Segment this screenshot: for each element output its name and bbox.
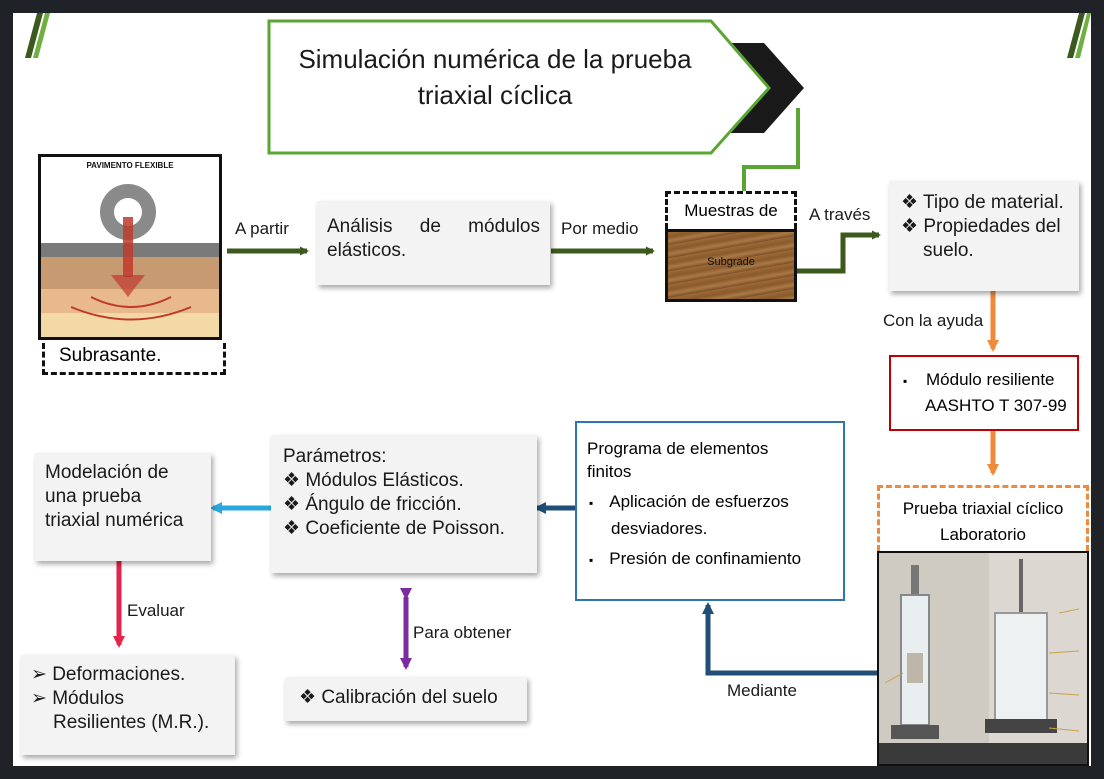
connectors-layer xyxy=(25,13,1091,676)
programa-line-2: finitos xyxy=(587,462,632,481)
modelacion-line-2: una prueba xyxy=(45,486,142,507)
analisis-line-2: elásticos. xyxy=(327,240,407,261)
material-item-3: suelo. xyxy=(923,240,974,261)
deformaciones-bullet-1: ➢ xyxy=(31,664,47,685)
edge-label-por-medio: Por medio xyxy=(561,219,639,238)
modelacion-line-1: Modelación de xyxy=(45,462,169,483)
parametros-item-3: Coeficiente de Poisson. xyxy=(305,518,505,539)
analisis-line-1: Análisis de módulos xyxy=(327,216,540,237)
prueba-line-1: Prueba triaxial cíclico xyxy=(902,499,1064,518)
edge-label-mediante: Mediante xyxy=(727,681,797,700)
triaxial-lab-photo xyxy=(877,551,1089,766)
calibracion-box: ❖ Calibración del suelo xyxy=(285,677,527,721)
programa-item-2: Presión de confinamiento xyxy=(609,549,802,568)
deformaciones-line-1: Deformaciones. xyxy=(52,664,186,685)
material-item-2: Propiedades del xyxy=(923,216,1061,237)
subgrade-block: Subgrade xyxy=(665,229,797,302)
edge-label-para-obtener: Para obtener xyxy=(413,623,512,642)
material-item-1: Tipo de material. xyxy=(922,192,1064,213)
edge-label-con-la-ayuda: Con la ayuda xyxy=(883,311,984,330)
diagram-title: Simulación numérica de la prueba triaxia… xyxy=(275,41,715,113)
programa-item-1: Aplicación de esfuerzos xyxy=(609,492,789,511)
subgrade-label: Subgrade xyxy=(707,256,755,268)
modulo-bullet: ▪ xyxy=(903,374,908,388)
deformaciones-box: ➢ Deformaciones. ➢ Módulos Resilientes (… xyxy=(21,655,235,755)
programa-line-1: Programa de elementos xyxy=(587,439,769,458)
modelacion-line-3: triaxial numérica xyxy=(45,510,184,531)
muestras-label: Muestras de xyxy=(684,201,778,220)
programa-box: Programa de elementos finitos ▪ Aplicació… xyxy=(575,421,845,601)
corner-stripes-left xyxy=(25,13,50,58)
modulo-box: ▪ Módulo resiliente AASHTO T 307-99 xyxy=(889,355,1079,431)
material-bullet-1: ❖ xyxy=(901,192,919,213)
subrasante-label: Subrasante. xyxy=(59,345,162,366)
modulo-line-2: AASHTO T 307-99 xyxy=(925,396,1067,415)
parametros-item-1: Módulos Elásticos. xyxy=(305,470,464,491)
diagram-canvas: Simulación numérica de la prueba triaxia… xyxy=(13,13,1091,766)
modelacion-box: Modelación de una prueba triaxial numéri… xyxy=(35,453,211,561)
edge-label-a-partir: A partir xyxy=(235,219,289,238)
muestras-label-box: Muestras de xyxy=(665,191,797,229)
parametros-heading: Parámetros: xyxy=(283,446,387,467)
parametros-bullet-1: ❖ xyxy=(283,470,301,491)
prueba-line-2: Laboratorio xyxy=(939,525,1026,544)
corner-stripes-right xyxy=(1067,13,1091,58)
deformaciones-bullet-2: ➢ xyxy=(31,688,47,709)
programa-item-1-cont: desviadores. xyxy=(611,519,708,538)
programa-bullet-1: ▪ xyxy=(589,496,594,510)
title-line-1: Simulación numérica de la prueba xyxy=(298,44,692,74)
deformaciones-line-2: Módulos xyxy=(52,688,125,709)
calibracion-label: Calibración del suelo xyxy=(321,687,498,708)
parametros-box: Parámetros: ❖ Módulos Elásticos. ❖ Ángul… xyxy=(271,435,537,573)
subrasante-image-caption: PAVIMENTO FLEXIBLE xyxy=(86,161,174,170)
parametros-bullet-2: ❖ xyxy=(283,494,301,515)
analisis-box: Análisis de módulos elásticos. xyxy=(317,201,550,285)
modulo-line-1: Módulo resiliente xyxy=(926,370,1055,389)
programa-bullet-2: ▪ xyxy=(589,553,594,567)
triaxial-equipment-illustration xyxy=(879,553,1087,764)
material-box: ❖ Tipo de material. ❖ Propiedades del su… xyxy=(889,181,1079,291)
edge-label-a-traves: A través xyxy=(809,205,871,224)
material-bullet-2: ❖ xyxy=(901,216,919,237)
title-chevron xyxy=(267,19,804,155)
edge-label-evaluar: Evaluar xyxy=(127,601,185,620)
parametros-item-2: Ángulo de fricción. xyxy=(305,494,462,515)
calibracion-bullet: ❖ xyxy=(299,687,317,708)
deformaciones-line-3: Resilientes (M.R.). xyxy=(53,712,210,733)
subrasante-label-box: Subrasante. xyxy=(42,343,226,375)
parametros-bullet-3: ❖ xyxy=(283,518,301,539)
subrasante-image: PAVIMENTO FLEXIBLE xyxy=(38,154,222,340)
flexible-pavement-illustration xyxy=(41,184,219,337)
title-line-2: triaxial cíclica xyxy=(417,80,573,110)
prueba-box: Prueba triaxial cíclico Laboratorio xyxy=(877,485,1089,551)
